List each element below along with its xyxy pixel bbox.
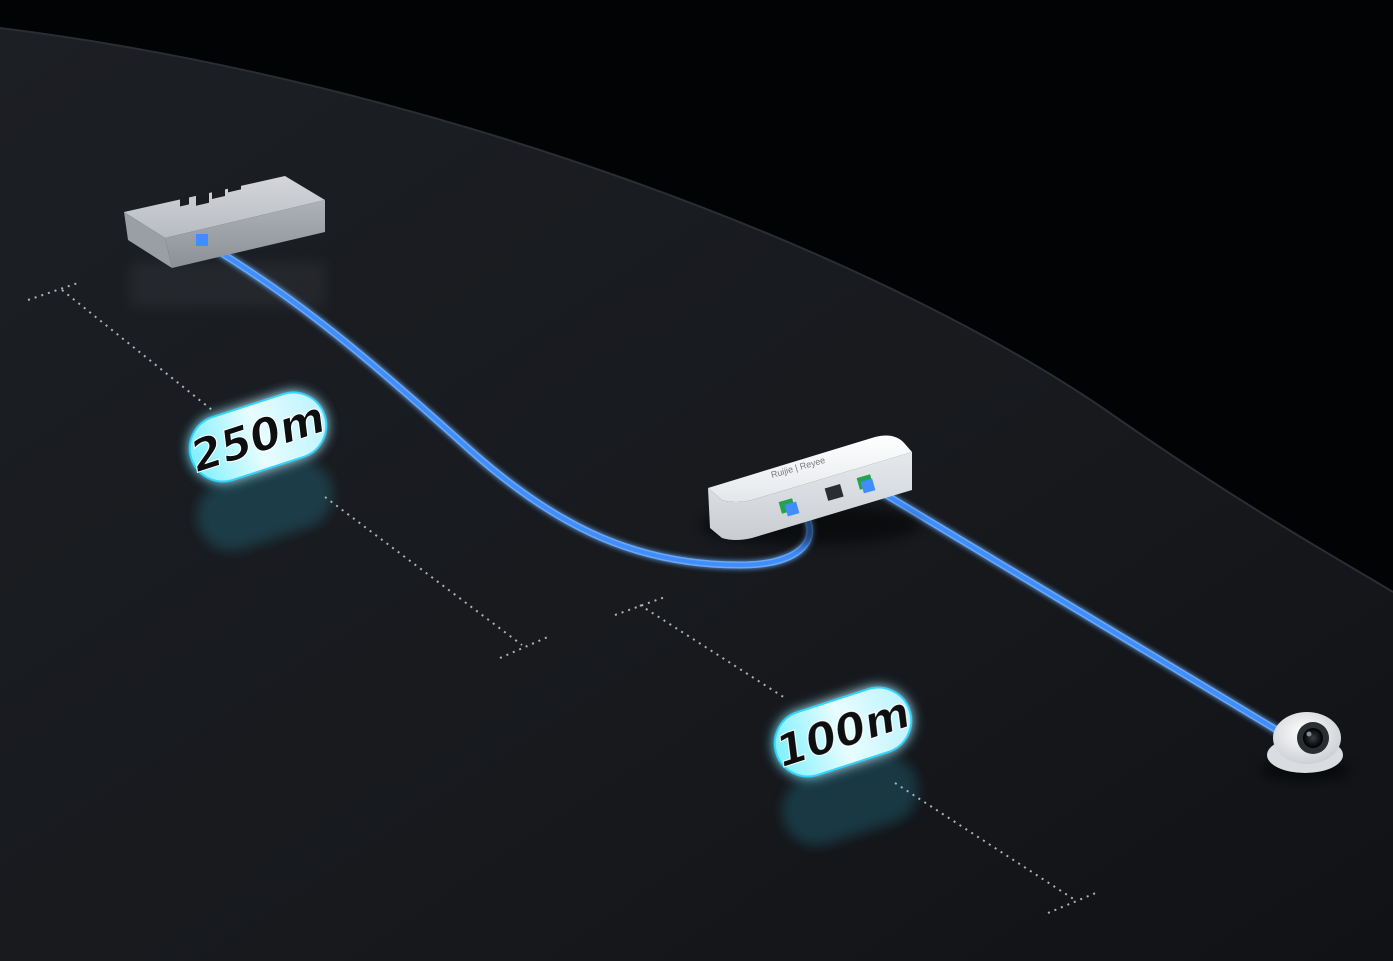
pill-reflections bbox=[196, 459, 919, 846]
extender-port-middle bbox=[824, 484, 844, 501]
extender-top bbox=[708, 435, 912, 502]
switch-top bbox=[124, 176, 325, 238]
switch-port bbox=[228, 179, 241, 193]
switch-cable-plug bbox=[196, 234, 208, 246]
camera-lens-glint bbox=[1306, 731, 1312, 737]
dim-100-line-upper bbox=[639, 604, 786, 699]
switch-side bbox=[124, 212, 172, 268]
floor-edge-highlight bbox=[0, 27, 1393, 593]
extender-plug-in bbox=[784, 501, 800, 517]
dome-camera bbox=[1260, 712, 1350, 780]
switch-port bbox=[212, 186, 225, 200]
pill-background bbox=[773, 686, 913, 778]
extender-plug-out bbox=[860, 478, 876, 494]
extender-front bbox=[708, 452, 912, 540]
camera-lens bbox=[1303, 728, 1323, 748]
floor-surface bbox=[0, 28, 1393, 961]
dim-100-start-tick bbox=[614, 596, 666, 616]
switch-port bbox=[280, 155, 293, 169]
switch-port bbox=[262, 163, 275, 177]
dimension-lines bbox=[27, 282, 1099, 914]
poe-extender: Ruijie | Reyee bbox=[700, 435, 920, 545]
switch-port bbox=[180, 196, 189, 207]
switch-port bbox=[244, 171, 257, 185]
dim-250-start-tick bbox=[27, 282, 79, 301]
dim-100-line-lower bbox=[894, 782, 1076, 901]
switch-sfp-port bbox=[297, 148, 309, 159]
switch-port bbox=[196, 192, 209, 206]
switch-front bbox=[165, 200, 325, 268]
switch-ports bbox=[180, 148, 309, 207]
poe-switch bbox=[124, 148, 325, 268]
pill-background bbox=[188, 391, 328, 483]
